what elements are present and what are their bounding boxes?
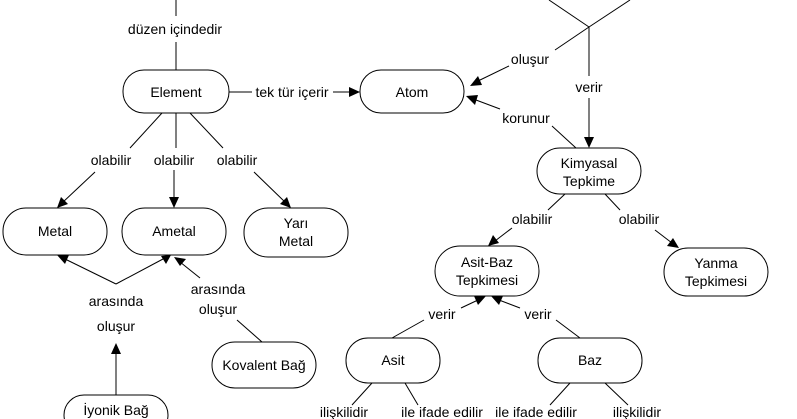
edge-tepkime-olabilir-asitbaz	[547, 193, 566, 211]
node-asit-baz-tepkimesi[interactable]	[434, 245, 540, 297]
node-yanma-label-2: Tepkimesi	[685, 273, 747, 289]
arrowhead-atom-korunur	[466, 95, 478, 105]
node-atom-label: Atom	[396, 84, 429, 100]
edge-top-left-branch	[548, 0, 590, 28]
edge-verir-asitbaz-left	[460, 299, 479, 309]
edge-label-arasinda-2: arasında	[191, 281, 246, 297]
edge-olabilir-asitbaz	[494, 227, 513, 242]
edge-olabilir-yari	[253, 171, 287, 204]
edge-baz-verir	[555, 319, 581, 339]
node-kovalent-label: Kovalent Bağ	[222, 357, 305, 373]
edge-label-verir-tepkime: verir	[575, 79, 603, 95]
arrowhead-asitbaz-right	[491, 296, 503, 305]
edge-kovalent-arasinda2	[236, 319, 263, 343]
edge-olabilir-metal	[61, 171, 96, 204]
edge-label-duzen: düzen içindedir	[128, 21, 223, 37]
edge-label-verir-asit: verir	[428, 306, 456, 322]
edge-baz-iliskili	[604, 382, 629, 406]
edge-label-arasinda-1: arasında	[89, 293, 144, 309]
arrowhead-asitbaz	[488, 235, 499, 246]
edge-label-olusur-1: oluşur	[97, 318, 135, 334]
edge-asit-iliskili	[351, 382, 373, 406]
node-ametal-label: Ametal	[152, 223, 196, 239]
edge-label-olabilir-yanma: olabilir	[619, 211, 660, 227]
arrowhead-atom-olusur	[470, 76, 482, 86]
arrowhead-metal-bottom	[57, 255, 69, 264]
edge-label-ile-ifade-2: ile ifade edilir	[495, 404, 577, 419]
node-element-label: Element	[150, 84, 201, 100]
arrowhead-yanma	[667, 238, 679, 248]
arrowhead-ametal-bottom-left	[161, 255, 171, 264]
edge-baz-ifade	[549, 382, 571, 406]
edge-label-verir-baz: verir	[524, 306, 552, 322]
edge-label-iliskilidir-2: ilişkilidir	[613, 404, 662, 419]
node-element[interactable]	[122, 69, 230, 114]
edge-korunur-atom	[475, 99, 501, 110]
node-kimyasal-label-1: Kimyasal	[561, 155, 618, 171]
node-iyonik-label: İyonik Bağ	[83, 401, 148, 418]
edge-label-olusur-2: oluşur	[199, 301, 237, 317]
node-asitbaz-label-1: Asit-Baz	[461, 254, 513, 270]
node-baz-label: Baz	[578, 352, 602, 368]
node-kimyasal-label-2: Tepkime	[563, 173, 615, 189]
arrowhead-arasinda1	[111, 343, 121, 354]
node-kimyasal-tepkime[interactable]	[536, 147, 642, 195]
node-yari-metal[interactable]	[243, 207, 349, 258]
edge-arasinda1-metal	[64, 258, 117, 285]
node-metal-label: Metal	[38, 223, 72, 239]
node-metal[interactable]	[2, 207, 108, 256]
edge-olusur-atom	[477, 65, 510, 82]
node-asit-label: Asit	[381, 352, 404, 368]
edge-tepkime-olabilir-yanma	[604, 193, 621, 211]
edge-label-olabilir-asitbaz: olabilir	[512, 211, 553, 227]
edge-label-korunur: korunur	[502, 110, 550, 126]
node-yari-metal-label-1: Yarı	[284, 215, 309, 231]
edge-arasinda2-ametal	[179, 261, 201, 279]
edge-label-olusur-atom: oluşur	[511, 51, 549, 67]
edge-arasinda1-ametal	[115, 258, 164, 285]
edge-asit-verir	[391, 319, 425, 339]
node-atom[interactable]	[359, 69, 465, 114]
edge-label-tek-tur: tek tür içerir	[255, 84, 328, 100]
node-baz[interactable]	[537, 337, 643, 384]
edge-label-olabilir-ametal: olabilir	[154, 152, 195, 168]
edge-top-right-branch	[588, 0, 631, 28]
node-ametal[interactable]	[121, 207, 227, 256]
edge-element-olabilir-yari	[189, 112, 224, 149]
edge-to-olusur	[554, 26, 590, 51]
arrowhead-yari-metal	[280, 197, 291, 208]
edge-verir-asitbaz-right	[498, 299, 521, 309]
arrowhead-metal	[57, 197, 68, 208]
node-asitbaz-label-2: Tepkimesi	[456, 272, 518, 288]
edge-element-olabilir-metal	[129, 112, 163, 149]
arrowhead-asitbaz-left	[474, 296, 486, 305]
node-yari-metal-label-2: Metal	[279, 233, 313, 249]
edge-label-iliskilidir-1: ilişkilidir	[320, 404, 369, 419]
edge-label-olabilir-metal: olabilir	[91, 152, 132, 168]
arrowhead-ametal-bottom-right	[174, 257, 186, 266]
node-asit[interactable]	[345, 337, 441, 384]
edge-label-ile-ifade-1: ile ifade edilir	[401, 404, 483, 419]
node-yanma-tepkimesi[interactable]	[663, 247, 769, 297]
node-iyonik-bag[interactable]	[63, 394, 169, 419]
node-kovalent-bag[interactable]	[211, 341, 317, 389]
arrowhead-ametal	[169, 197, 179, 208]
arrowhead-atom-left	[349, 87, 360, 97]
edge-label-olabilir-yari: olabilir	[217, 152, 258, 168]
node-yanma-label-1: Yanma	[694, 255, 738, 271]
edge-olabilir-yanma	[654, 229, 673, 244]
edge-tepkime-korunur	[551, 125, 577, 149]
arrowhead-kimyasal	[584, 137, 594, 148]
edge-asit-ifade	[404, 382, 419, 406]
